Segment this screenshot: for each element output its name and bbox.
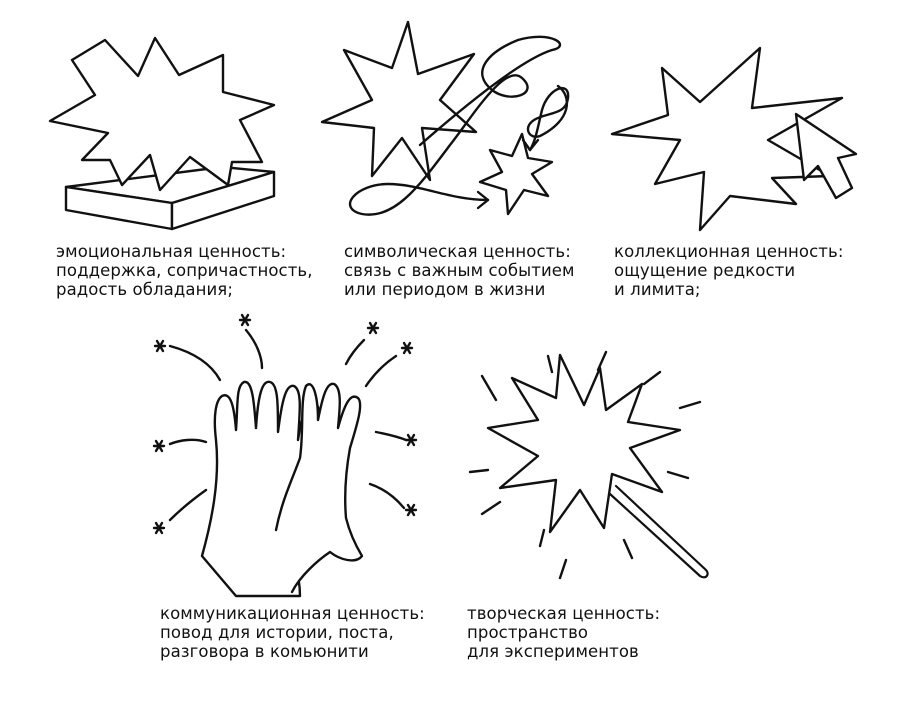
caption-line: или периодом в жизни (344, 280, 546, 299)
caption-line: поддержка, сопричастность, (56, 261, 313, 280)
ray-10 (558, 558, 568, 580)
caption-line: для экспериментов (467, 642, 639, 661)
ray-7 (468, 468, 490, 474)
ray-3 (596, 350, 608, 372)
spark-line-4 (364, 354, 398, 388)
caption-symbolic-value: символическая ценность: связь с важным с… (344, 242, 575, 299)
caption-line: и лимита; (614, 280, 701, 299)
right-hand (274, 382, 364, 594)
cursor-arrow-icon (794, 112, 858, 200)
big-starburst (48, 36, 276, 192)
looping-path (348, 35, 562, 216)
ray-11 (622, 538, 634, 560)
caption-collectible-value: коллекционная ценность: ощущение редкост… (614, 242, 844, 299)
caption-heading: эмоциональная ценность: (56, 242, 287, 261)
spark-line-3 (344, 338, 366, 366)
small-star (478, 132, 554, 216)
spiky-starburst (610, 46, 844, 232)
ray-2 (480, 374, 498, 402)
high-five-hands-icon (152, 313, 418, 598)
caption-heading: творческая ценность: (467, 604, 661, 623)
starburst-with-cursor-icon (610, 46, 858, 232)
wand (608, 484, 709, 579)
ray-8 (480, 500, 502, 516)
asterisk-3 (366, 321, 380, 335)
sparkler-star (486, 353, 682, 534)
caption-heading: символическая ценность: (344, 242, 571, 261)
caption-line: повод для истории, поста, (160, 623, 394, 642)
spark-line-8 (368, 482, 406, 510)
platform-side-face (170, 170, 276, 231)
starburst-on-platform-icon (48, 36, 276, 231)
stars-with-looping-path-icon (320, 20, 570, 216)
sparkler-burst-icon (468, 350, 709, 580)
ray-9 (538, 528, 546, 548)
asterisk-4 (400, 341, 414, 355)
ray-1 (546, 354, 554, 374)
small-arrowhead (521, 138, 540, 152)
caption-line: разговора в комьюнити (160, 642, 369, 661)
ray-6 (666, 470, 690, 480)
spark-line-2 (244, 328, 264, 370)
spark-line-5 (168, 438, 208, 446)
asterisk-1 (153, 339, 167, 353)
caption-communication-value: коммуникационная ценность: повод для ист… (160, 604, 425, 661)
caption-line: радость обладания; (56, 280, 233, 299)
path-arrowhead (476, 190, 490, 210)
asterisk-8 (404, 503, 418, 517)
caption-creative-value: творческая ценность: пространство для эк… (467, 604, 660, 661)
caption-line: пространство (467, 623, 589, 642)
asterisk-2 (238, 313, 252, 327)
caption-heading: коллекционная ценность: (614, 242, 844, 261)
caption-heading: коммуникационная ценность: (160, 604, 425, 623)
spark-line-6 (374, 430, 408, 442)
ray-5 (678, 400, 702, 410)
large-star (320, 20, 478, 182)
loop-to-small-star (526, 84, 570, 152)
caption-line: связь с важным событием (344, 261, 575, 280)
caption-line: ощущение редкости (614, 261, 796, 280)
spark-line-7 (168, 488, 208, 522)
caption-emotional-value: эмоциональная ценность: поддержка, сопри… (56, 242, 313, 299)
ray-4 (642, 370, 662, 386)
asterisk-7 (152, 521, 166, 535)
asterisk-6 (404, 433, 418, 447)
spark-line-1 (168, 344, 222, 382)
asterisk-5 (152, 439, 166, 453)
